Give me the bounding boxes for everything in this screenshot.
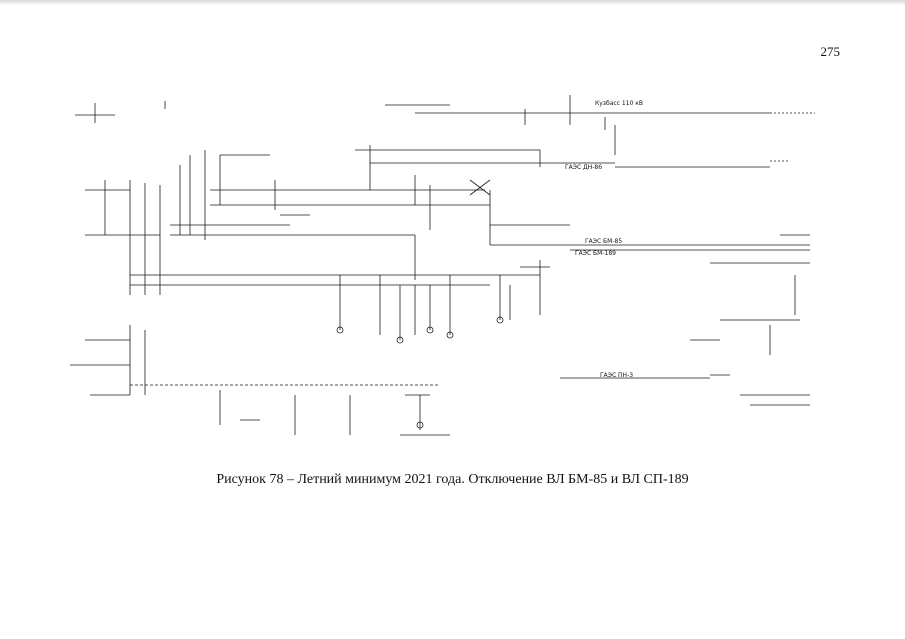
label-line-dn86: ГАЭС ДН-86 [565,164,602,171]
label-line-bm85: ГАЭС БМ-85 [585,238,622,245]
label-line-pn3: ГАЭС ПН-3 [600,372,633,379]
label-kuzbass: Кузбасс 110 кВ [595,100,643,107]
bottom-branches [219,390,450,436]
schematic-fragment-top-left [75,101,166,123]
power-grid-schematic: Кузбасс 110 кВ ГАЭС ДН-86 [70,95,830,455]
line-pn3: ГАЭС ПН-3 [70,325,810,406]
figure-caption: Рисунок 78 – Летний минимум 2021 года. О… [216,472,689,487]
scan-edge-shadow [0,0,905,5]
line-dn86: ГАЭС ДН-86 [355,145,790,190]
lower-bus [130,260,550,344]
page-number: 275 [820,44,841,59]
label-line-sp189: ГАЭС БМ-189 [575,250,616,257]
bus-kuzbass: Кузбасс 110 кВ [385,95,815,155]
right-lines: ГАЭС БМ-85 ГАЭС БМ-189 [490,224,810,355]
left-block [85,165,416,295]
main-bus-middle [189,150,491,245]
